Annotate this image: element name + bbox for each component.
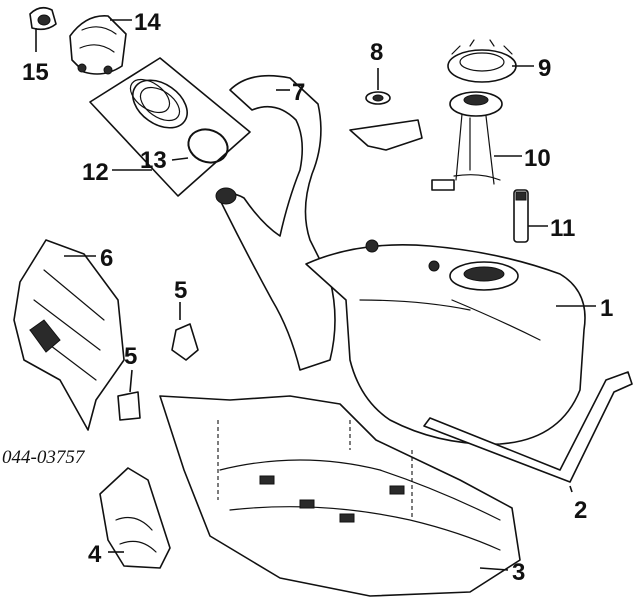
callout-13: 13 [140, 147, 167, 174]
callout-5-lower: 5 [124, 343, 137, 370]
seal-washer-part-8 [365, 91, 391, 105]
clamp-ring-part-13 [187, 128, 229, 164]
fuel-filter-part-11 [513, 189, 529, 243]
callout-11: 11 [550, 215, 575, 242]
callout-15: 15 [22, 59, 49, 86]
bracket-part-4 [99, 467, 171, 569]
filler-neck-kit-box [89, 57, 251, 197]
diagram-reference-code: 044-03757 [2, 447, 86, 468]
clip-part-5-lower [117, 391, 141, 421]
leader-lines [35, 19, 596, 571]
vent-housing-part-14 [69, 15, 127, 75]
callout-10: 10 [524, 145, 551, 172]
callout-12: 12 [82, 159, 109, 186]
fuel-tank-part-1 [305, 239, 586, 445]
lock-ring-part-9 [447, 39, 517, 83]
filler-pipe-part-7 [215, 74, 423, 371]
callouts: 1 2 3 4 5 5 6 7 8 9 10 11 12 13 14 15 [22, 9, 613, 586]
callout-9: 9 [538, 55, 551, 82]
clip-part-5-upper [171, 323, 199, 361]
callout-3: 3 [512, 559, 525, 586]
callout-5-upper: 5 [174, 277, 187, 304]
callout-1: 1 [600, 295, 613, 322]
callout-14: 14 [134, 9, 161, 36]
callout-8: 8 [370, 39, 383, 66]
skid-plate-part-3 [159, 395, 521, 597]
grommet-part-15 [29, 6, 57, 31]
callout-7: 7 [292, 79, 305, 106]
callout-6: 6 [100, 245, 113, 272]
filler-neck-part-12 [129, 78, 188, 129]
callout-2: 2 [574, 497, 587, 524]
callout-4: 4 [88, 541, 102, 568]
fuel-sender-part-10 [431, 91, 503, 191]
tank-strap-part-2 [423, 371, 633, 483]
heat-shield-part-6 [13, 239, 125, 431]
